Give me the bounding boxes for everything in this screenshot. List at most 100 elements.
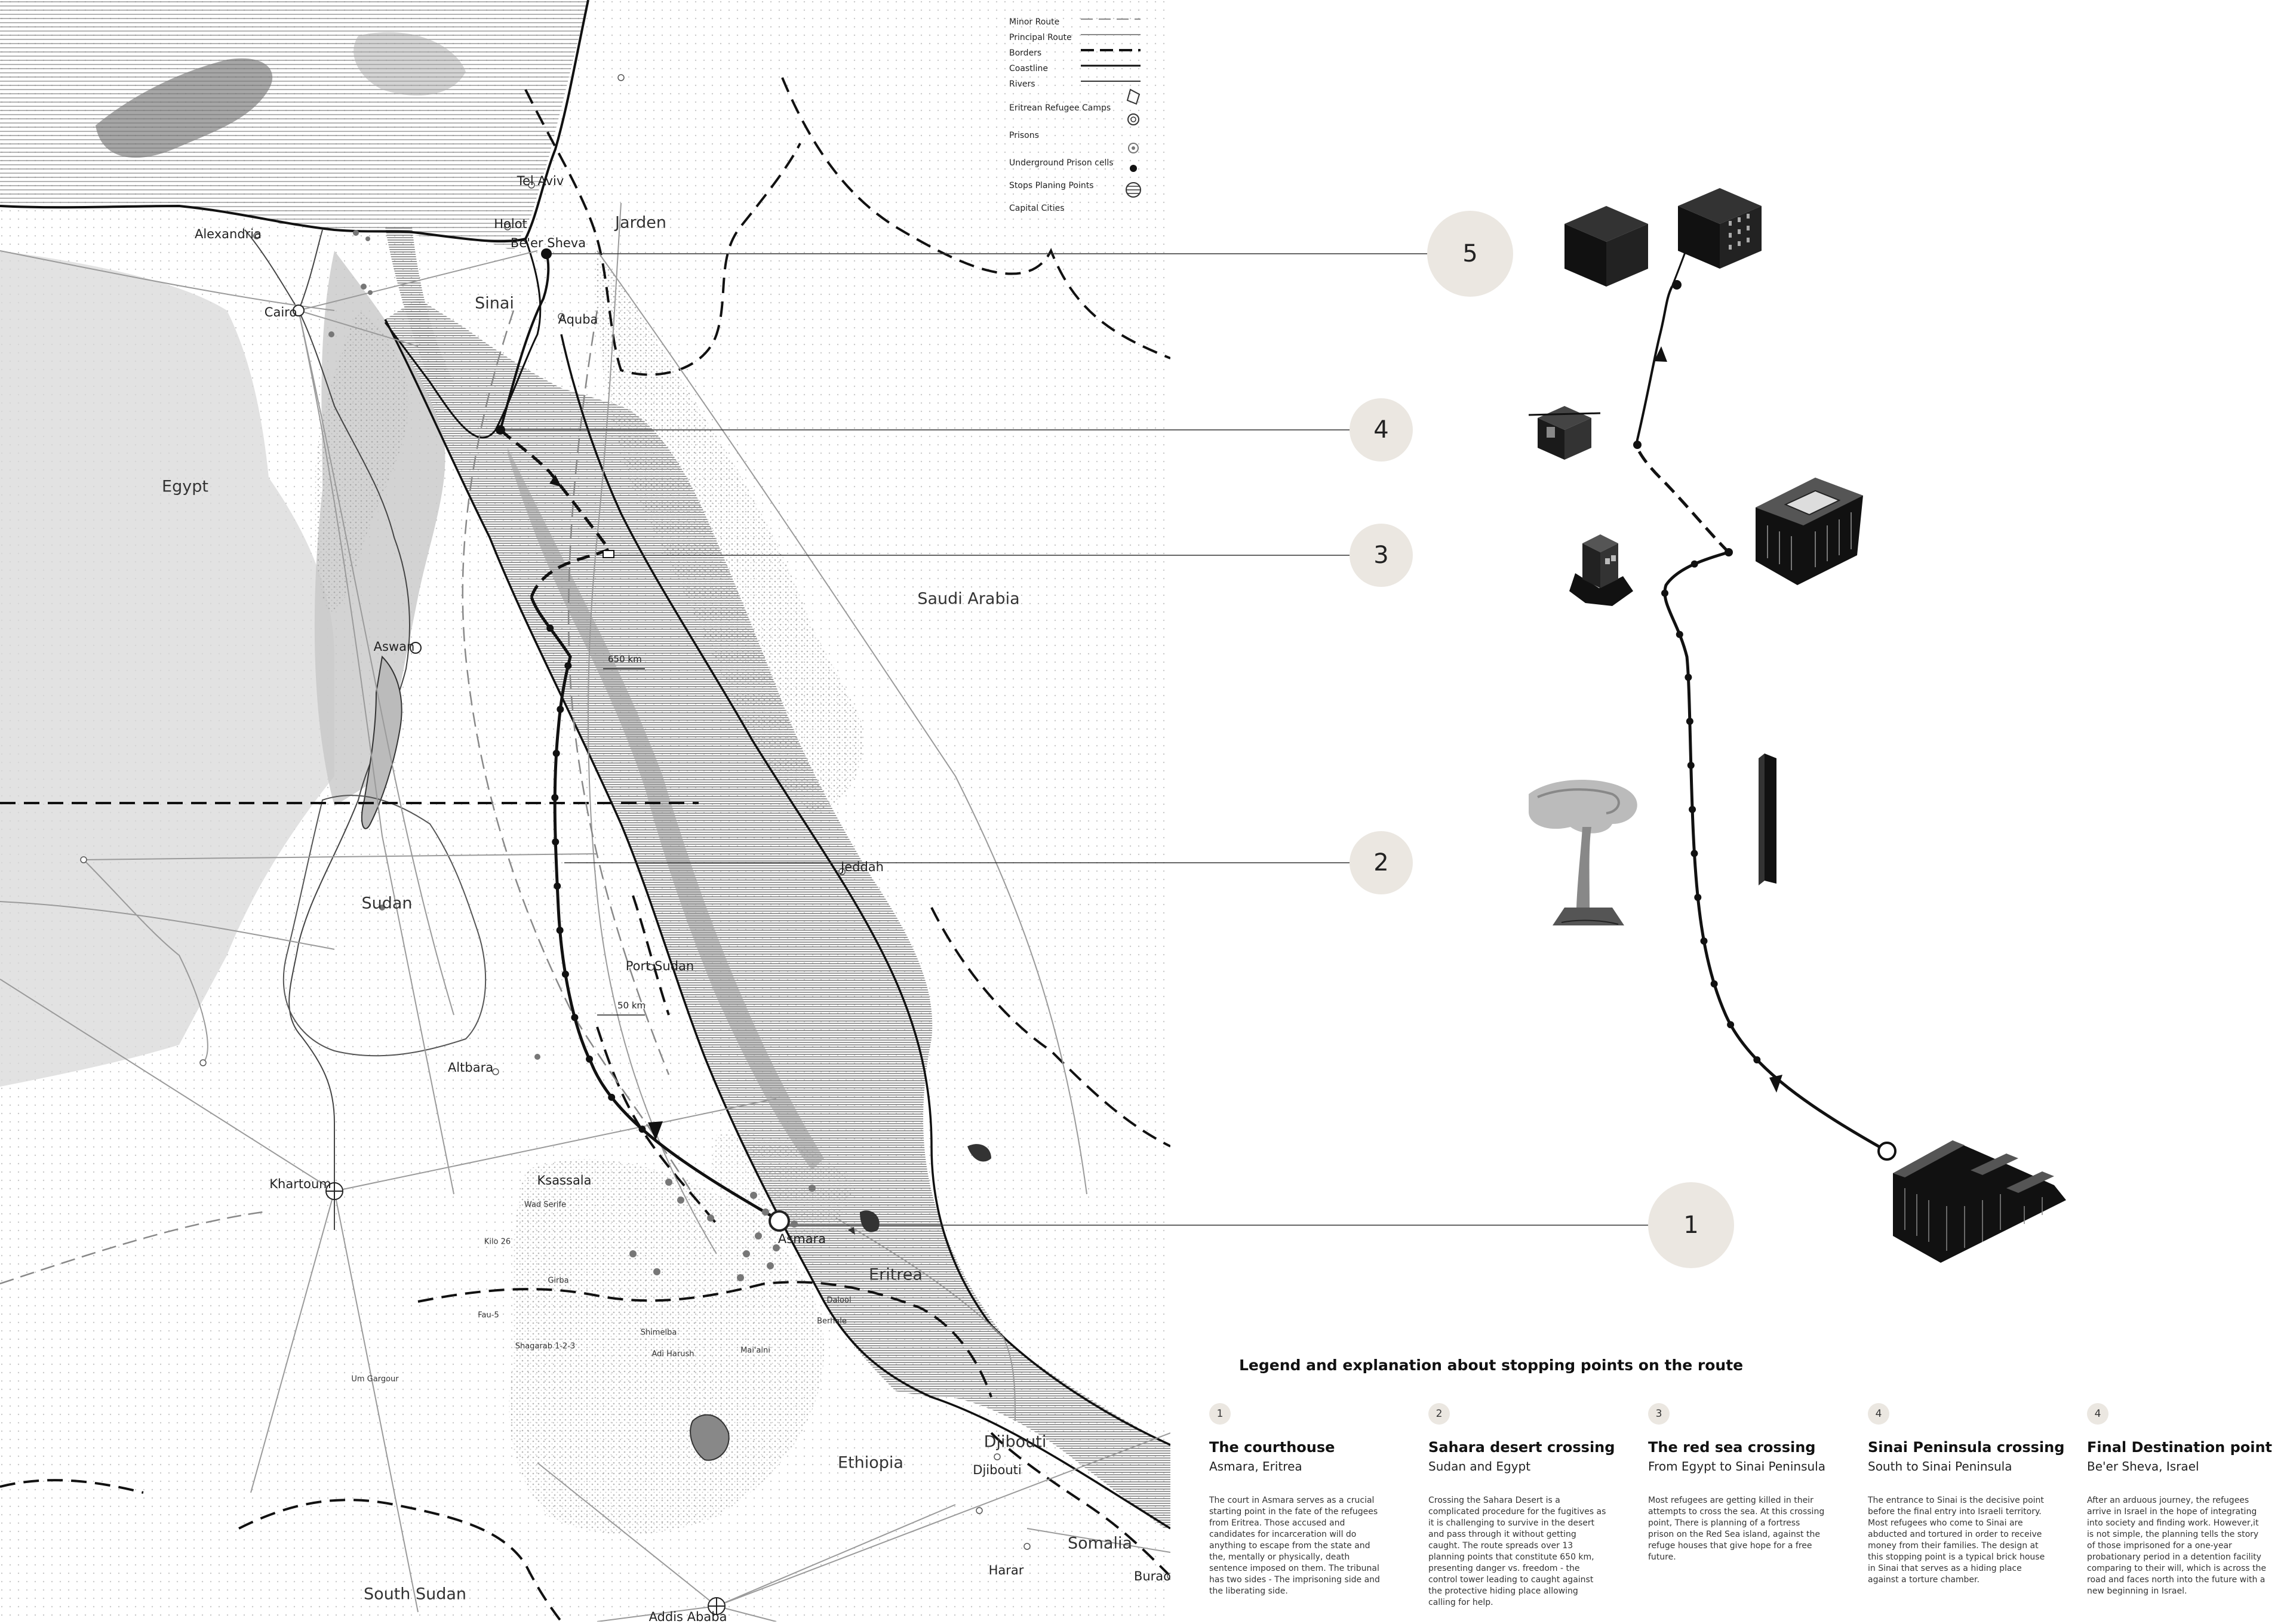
camp-berhale: Berhale [817,1317,847,1326]
country-djibouti: Djibouti [983,1432,1047,1451]
refugee-camp-markers [328,230,816,1281]
column-subtitle: Sudan and Egypt [1428,1459,1531,1474]
city-alexandria: Alexandria [194,227,262,241]
country-sudan: Sudan [361,894,413,913]
column-number-badge: 4 [2087,1403,2108,1425]
coastline-mediterranean [0,0,589,243]
fortress-prison-illustration [1756,478,1863,585]
column-title: Final Destination point [2087,1439,2273,1456]
column-body: After an arduous journey, the refugees a… [2087,1496,2266,1596]
camp-mai-aini: Mai'aini [740,1346,770,1355]
refugee-camp-icon [1126,88,1141,105]
stop-circle-2[interactable]: 2 [1350,831,1413,894]
route-stop-dot [1661,589,1669,597]
city-burao: Burao [1133,1569,1172,1583]
explanation-column-2: 2 Sahara desert crossing Sudan and Egypt… [1428,1403,1625,1608]
refugee-route-sinai [499,253,550,430]
route-stop-dot [586,1055,594,1063]
city-beer-sheva: Be'er Sheva [510,236,586,250]
route-stop-dot [1727,1021,1735,1029]
camp-girba: Girba [548,1276,569,1285]
courthouse-illustration [1893,1140,2066,1263]
country-ethiopia: Ethiopia [838,1453,903,1472]
column-title: Sinai Peninsula crossing [1868,1439,2065,1456]
column-title: The courthouse [1209,1439,1335,1456]
route-stop-dot [1686,718,1693,725]
minor-dashed-routes [0,310,694,1285]
sinai-entry-point [496,425,505,435]
route-stop-dot [571,1014,579,1022]
explanation-column-1: 1 The courthouse Asmara, Eritrea The cou… [1209,1403,1406,1597]
camp-wad-serife: Wad Serife [524,1200,567,1210]
brick-house-illustration [1528,406,1601,460]
route-stop-dot [557,705,564,713]
explanation-column-5: 4 Final Destination point Be'er Sheva, I… [2087,1403,2284,1597]
legend-label: Rivers [1009,79,1035,89]
refugee-route-dashed [499,429,611,598]
sudan-outline [282,795,487,1057]
stop-circle-5[interactable]: 5 [1427,211,1513,297]
sudan-lake [361,655,402,829]
route-stop-dot [1753,1056,1761,1064]
legend-symbols [1081,19,1141,198]
column-number-badge: 1 [1209,1403,1231,1425]
nile-river [288,310,410,1230]
legend-label: Stops Planing Points [1009,181,1094,190]
gulf-of-suez [385,227,454,382]
route-stop-dot [1690,560,1698,568]
route-stop-dot [1687,761,1695,769]
route-stop-dot [1685,673,1692,681]
coastline-sinai [384,238,542,439]
stop-point-icon [1130,165,1137,172]
legend-label: Eritrean Refugee Camps [1009,103,1111,113]
camp-adi-harush: Adi Harush [651,1349,694,1359]
distance-50-km: 50 km [617,1000,646,1011]
city-harar: Harar [988,1563,1024,1577]
camp-um-gargour: Um Gargour [351,1374,399,1384]
lake-tana [690,1414,730,1461]
legend-principal-route: Principal Route [1009,31,1164,47]
column-subtitle: South to Sinai Peninsula [1868,1459,2012,1474]
refuge-house-illustration [1569,534,1633,606]
legend-underground-cells: Underground Prison cells [1009,156,1164,179]
column-title: Sahara desert crossing [1428,1439,1615,1456]
diagram-sinai-dot [1633,441,1642,449]
route-stop-dot [546,625,554,632]
route-stop-dot [1676,630,1683,638]
city-aswan: Aswan [373,639,415,654]
desert-shading [0,251,334,1087]
legend-capital-cities: Capital Cities [1009,202,1164,217]
explanation-column-3: 3 The red sea crossing From Egypt to Sin… [1648,1403,1845,1563]
legend-label: Coastline [1009,64,1048,73]
camp-dalool: Dalool [826,1296,852,1305]
prison-icon [1127,113,1139,125]
stop-circle-3[interactable]: 3 [1350,524,1413,587]
city-holot: Holot [494,217,527,231]
route-stop-dot [608,1093,616,1101]
town-points [80,74,1170,1580]
legend-label: Principal Route [1009,33,1072,42]
legend-label: Minor Route [1009,17,1060,27]
route-stop-dot [564,662,572,670]
diagram-route-dashed [1634,444,1730,553]
legend-prisons: Prisons [1009,129,1164,156]
detention-facility-illustration [1564,188,1762,287]
diagram-end-dot [1672,280,1682,290]
hiding-tree-illustration [1529,780,1637,925]
control-tower-illustration [1759,753,1776,885]
route-stop-dot [552,838,560,846]
route-stop-dots [546,625,646,1133]
route-diagram [1170,188,2066,1263]
stop-circle-4[interactable]: 4 [1350,398,1413,462]
legend-label: Prisons [1009,131,1039,140]
route-stop-dot [638,1125,646,1133]
column-title: The red sea crossing [1648,1439,1816,1456]
stop-circle-1[interactable]: 1 [1648,1182,1734,1268]
city-addis-ababa: Addis Ababa [648,1610,727,1624]
route-stop-dot [1710,980,1718,988]
city-asmara: Asmara [777,1232,826,1246]
city-tel-aviv: Tel Aviv [517,174,564,188]
legend-label: Underground Prison cells [1009,158,1114,168]
column-body: Crossing the Sahara Desert is a complica… [1428,1496,1606,1607]
city-ksassala: Ksassala [537,1173,592,1188]
